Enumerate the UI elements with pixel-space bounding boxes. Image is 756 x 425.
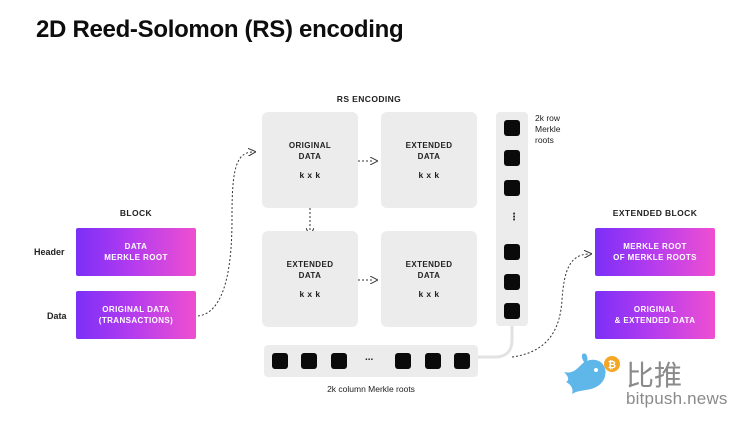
original-extended-data-box: ORIGINAL & EXTENDED DATA: [595, 291, 715, 339]
merkle-root-line-2: OF MERKLE ROOTS: [613, 253, 697, 262]
row-root-square: [504, 150, 520, 166]
column-root-square: [331, 353, 347, 369]
original-data-line-1: ORIGINAL DATA: [102, 305, 170, 314]
quadrant-line: EXTENDED: [405, 140, 453, 150]
quadrant-dimension: k x k: [299, 288, 321, 299]
column-roots-strip: ...: [264, 345, 478, 377]
column-root-square: [301, 353, 317, 369]
extended-data-quadrant-corner: EXTENDED DATA k x k: [381, 231, 477, 327]
block-label: BLOCK: [119, 208, 153, 218]
original-data-transactions-box: ORIGINAL DATA (TRANSACTIONS): [76, 291, 196, 339]
extended-data-quadrant-right: EXTENDED DATA k x k: [381, 112, 477, 208]
column-root-square: [395, 353, 411, 369]
row-root-square: [504, 274, 520, 290]
original-data-quadrant: ORIGINAL DATA k x k: [262, 112, 358, 208]
quadrant-dimension: k x k: [418, 169, 440, 180]
data-merkle-root-line-1: DATA: [124, 242, 148, 251]
page-title: 2D Reed-Solomon (RS) encoding: [36, 16, 404, 43]
quadrant-line: ORIGINAL: [288, 140, 332, 150]
original-data-line-2: (TRANSACTIONS): [98, 316, 174, 325]
column-roots-label: 2k column Merkle roots: [327, 384, 415, 394]
strip-join-curve: [478, 326, 514, 359]
bird-logo-icon: ₿: [564, 353, 620, 394]
watermark-chinese: 比推: [626, 359, 683, 392]
row-roots-label-line: Merkle: [535, 124, 561, 134]
row-root-square: [504, 120, 520, 136]
row-roots-strip: ⋮: [496, 112, 528, 326]
data-label: Data: [47, 311, 67, 321]
quadrant-line: DATA: [417, 270, 441, 280]
extended-data-line-2: & EXTENDED DATA: [614, 316, 696, 325]
watermark-url: bitpush.news: [626, 389, 728, 408]
quadrant-line: DATA: [417, 151, 441, 161]
row-roots-label-line: roots: [535, 135, 554, 145]
merkle-root-of-roots-box: MERKLE ROOT OF MERKLE ROOTS: [595, 228, 715, 276]
row-root-square: [504, 180, 520, 196]
column-root-square: [272, 353, 288, 369]
row-root-square: [504, 244, 520, 260]
header-label: Header: [34, 247, 65, 257]
data-merkle-root-line-2: MERKLE ROOT: [104, 253, 168, 262]
quadrant-line: DATA: [298, 270, 322, 280]
quadrant-dimension: k x k: [299, 169, 321, 180]
column-root-square: [454, 353, 470, 369]
column-roots-ellipsis: ...: [365, 352, 374, 363]
quadrant-line: EXTENDED: [405, 259, 453, 269]
extended-data-line-1: ORIGINAL: [633, 305, 677, 314]
svg-text:₿: ₿: [608, 359, 616, 371]
extended-block-label: EXTENDED BLOCK: [612, 208, 698, 218]
extended-data-quadrant-bottom: EXTENDED DATA k x k: [262, 231, 358, 327]
rs-encoding-label: RS ENCODING: [336, 94, 402, 104]
arrow-data-to-original: [197, 152, 252, 317]
quadrant-line: DATA: [298, 151, 322, 161]
column-root-square: [425, 353, 441, 369]
merkle-root-line-1: MERKLE ROOT: [623, 242, 687, 251]
data-merkle-root-box: DATA MERKLE ROOT: [76, 228, 196, 276]
row-root-square: [504, 303, 520, 319]
row-roots-ellipsis: ⋮: [509, 212, 519, 223]
row-roots-label: 2k row Merkle roots: [535, 113, 561, 146]
quadrant-line: EXTENDED: [286, 259, 334, 269]
quadrant-dimension: k x k: [418, 288, 440, 299]
row-roots-label-line: 2k row: [535, 113, 561, 123]
